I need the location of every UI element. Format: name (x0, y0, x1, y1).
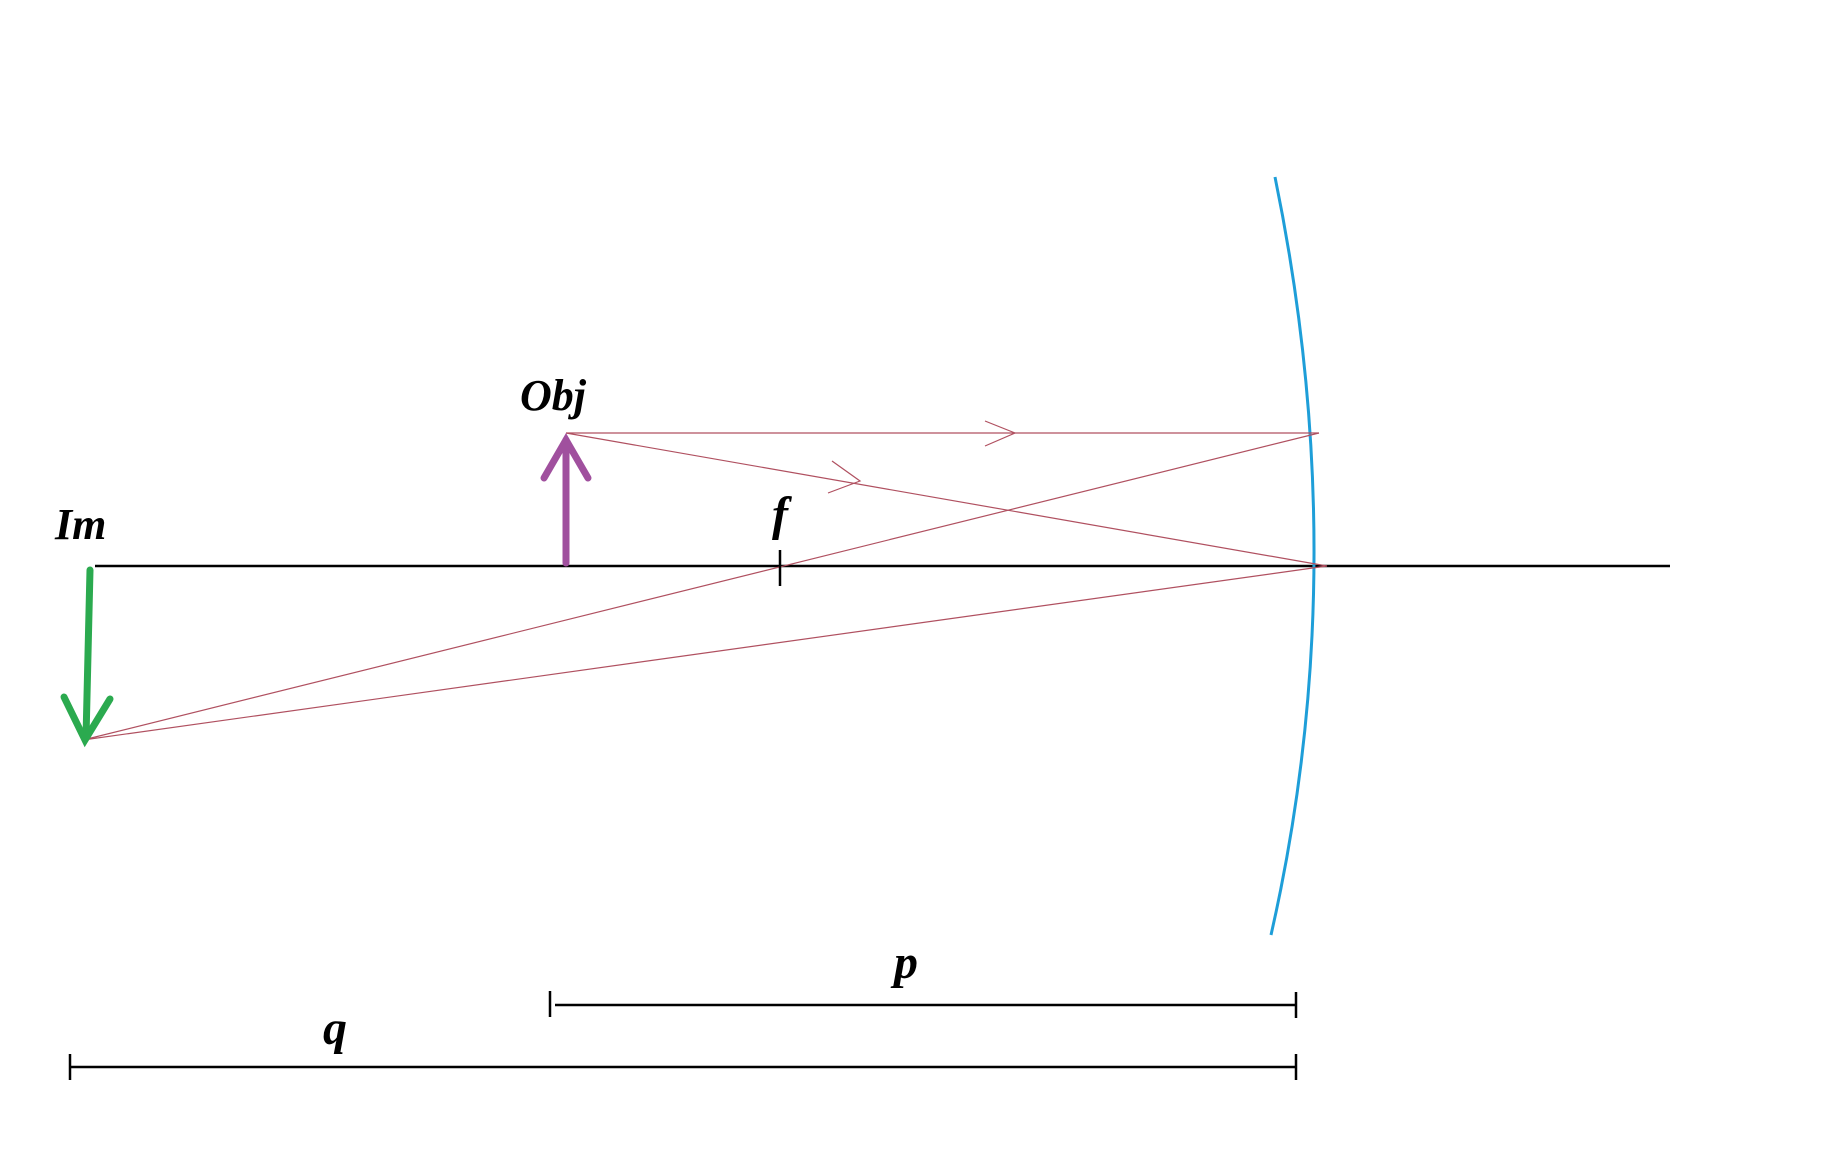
concave-mirror (1269, 176, 1316, 936)
focal-label: f (772, 488, 792, 541)
image-distance-label: q (323, 1002, 347, 1055)
ray-arrowhead-parallel (984, 420, 1017, 447)
image-label: Im (54, 500, 106, 549)
ray-reflected-from-vertex (82, 565, 1328, 741)
image-distance-bar (68, 1054, 1298, 1080)
ray-through-focus-incident (565, 432, 1328, 567)
object-arrow (540, 433, 592, 567)
ray-arrowhead-oblique (827, 460, 862, 494)
object-distance-bar (548, 991, 1298, 1018)
ray-reflected-through-focus (82, 432, 1320, 741)
object-distance-label: p (890, 936, 918, 989)
object-label: Obj (520, 371, 587, 420)
light-rays (82, 420, 1328, 741)
image-arrow (60, 566, 114, 748)
